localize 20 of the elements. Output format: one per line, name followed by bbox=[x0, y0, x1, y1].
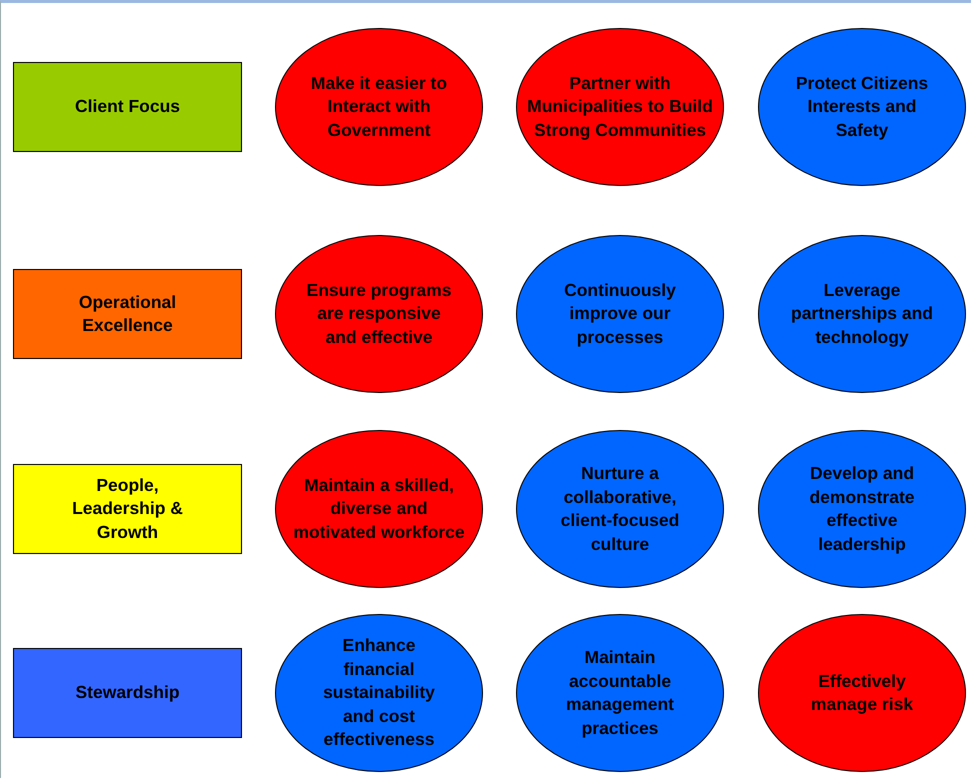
objective-text: Ensure programs are responsive and effective bbox=[306, 278, 452, 349]
objective-text: Protect Citizens Interests and Safety bbox=[794, 72, 930, 142]
category-box bbox=[13, 62, 242, 152]
category-text: Stewardship bbox=[74, 681, 181, 704]
objective-text: Enhance financial sustainability and cost effectiveness bbox=[322, 634, 436, 752]
category-box bbox=[13, 464, 242, 554]
objective-text: Effectively manage risk bbox=[810, 670, 914, 716]
category-text: Client Focus bbox=[74, 95, 181, 118]
objective-text: Make it easier to Interact with Government bbox=[310, 72, 448, 142]
category-text: People, Leadership & Growth bbox=[71, 474, 184, 544]
category-box bbox=[13, 648, 242, 738]
category-box bbox=[13, 269, 242, 359]
objective-text: Maintain a skilled, diverse and motivated workforce bbox=[292, 474, 466, 544]
objective-text: Leverage partnerships and technology bbox=[790, 278, 934, 349]
objective-text: Develop and demonstrate effective leadership bbox=[808, 462, 916, 556]
objective-text: Maintain accountable management practices bbox=[565, 646, 675, 740]
objective-text: Continuously improve our processes bbox=[563, 278, 677, 349]
objective-text: Nurture a collaborative, client-focused culture bbox=[560, 462, 680, 556]
category-text: Operational Excellence bbox=[78, 290, 178, 337]
objective-text: Partner with Municipalities to Build Strong Communities bbox=[526, 72, 714, 142]
